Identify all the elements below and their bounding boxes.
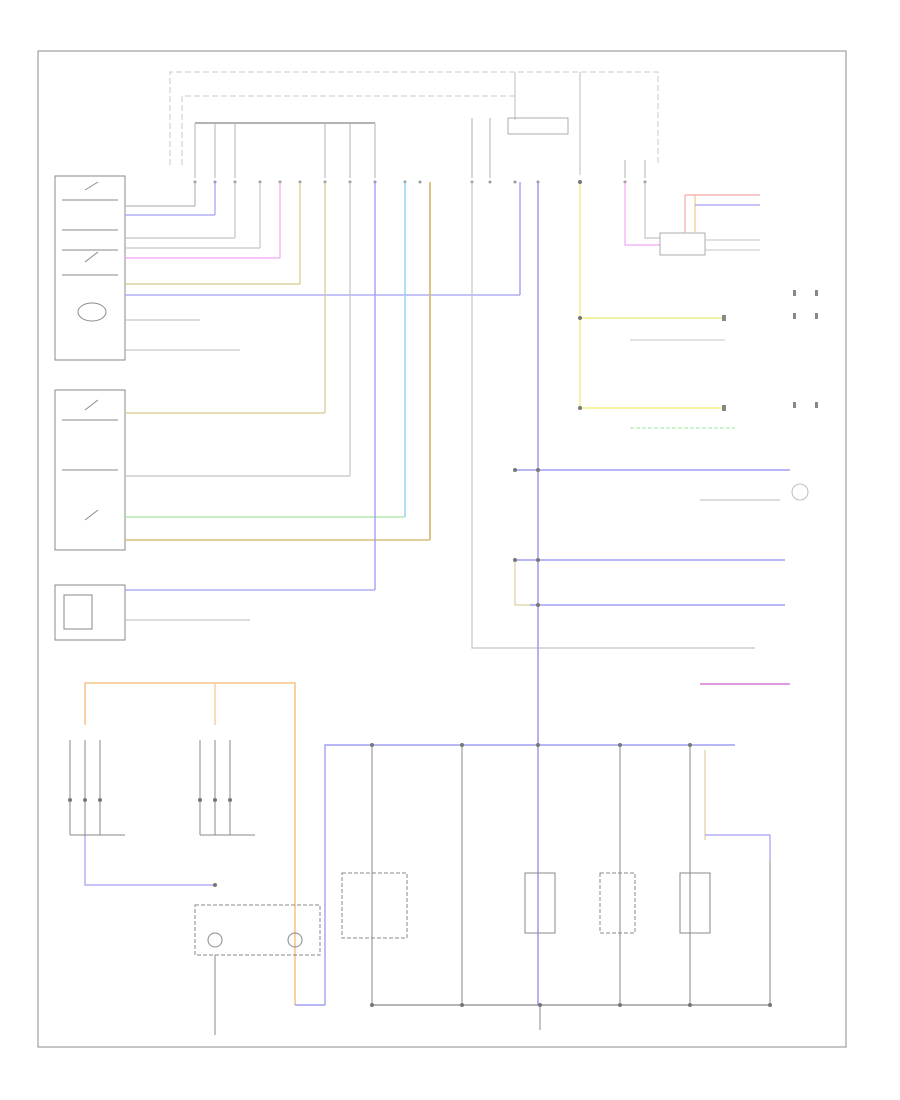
small-module-box xyxy=(54,584,126,641)
right-side-wiring xyxy=(514,182,809,685)
top-header-wiring xyxy=(169,71,659,178)
lower-left-wiring xyxy=(84,682,771,1006)
left-lamp-modules xyxy=(69,740,321,956)
lower-switch-modules xyxy=(341,745,771,1030)
headlamp-switch-upper xyxy=(54,175,126,361)
relay-box-right xyxy=(659,232,706,256)
right-connectors xyxy=(722,290,818,411)
diagram-frame xyxy=(37,50,847,1048)
horn-symbol xyxy=(791,483,809,501)
headlamp-switch-lower xyxy=(54,389,126,551)
fuse-block-box xyxy=(507,117,569,135)
left-lamp-nodes xyxy=(68,798,232,887)
lower-switch-nodes xyxy=(370,180,772,1007)
switch-output-wires xyxy=(125,205,520,621)
vertical-bus-wires xyxy=(194,182,755,1005)
